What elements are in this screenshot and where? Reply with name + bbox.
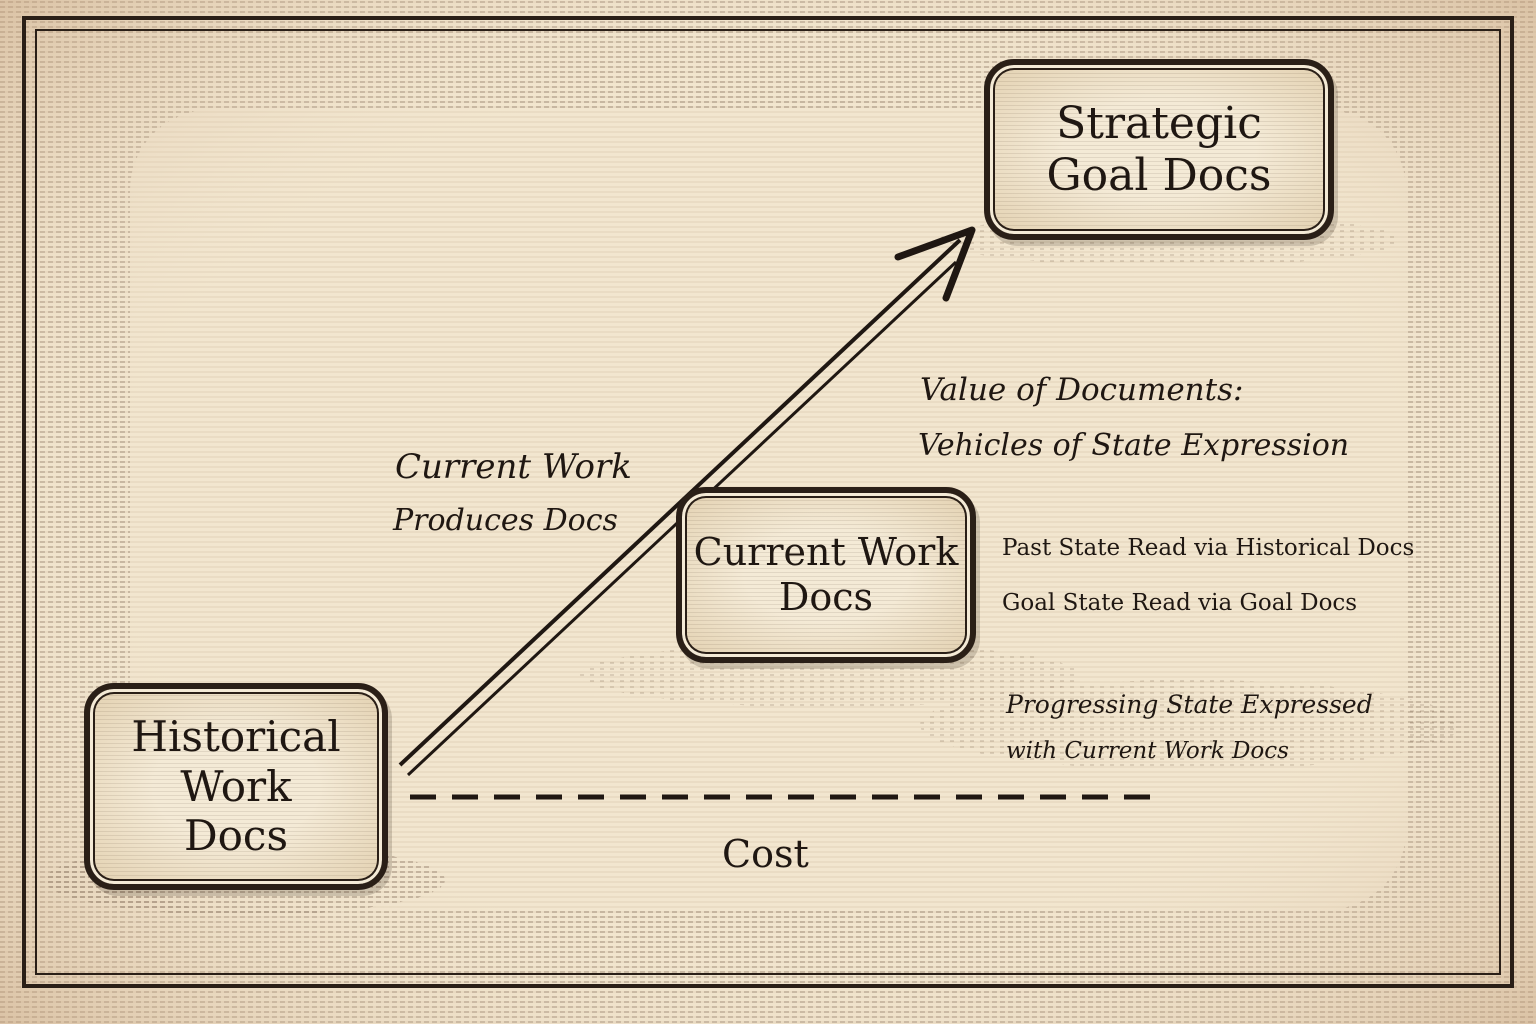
historical-docs-box: Historical Work Docs [84,683,388,890]
goal-state-note: Goal State Read via Goal Docs [1002,590,1358,616]
strategic-goal-docs-box: Strategic Goal Docs [984,59,1334,240]
arrow-label-line2: Produces Docs [393,503,618,538]
inner-frame [35,29,1501,975]
progress-note-line2: with Current Work Docs [1006,738,1289,764]
historical-docs-label: Historical Work Docs [131,712,341,861]
progress-note-line1: Progressing State Expressed [1006,690,1373,719]
value-note-subtitle: Vehicles of State Expression [918,428,1350,463]
cost-label: Cost [722,832,809,876]
current-work-docs-label: Current Work Docs [693,530,959,619]
arrow-label-line1: Current Work [395,447,632,487]
current-work-docs-box: Current Work Docs [676,487,976,663]
outer-frame [22,16,1514,988]
strategic-goal-docs-label: Strategic Goal Docs [1046,97,1272,201]
value-note-title: Value of Documents: [920,372,1244,408]
past-state-note: Past State Read via Historical Docs [1002,535,1415,561]
arrow-head-icon [894,226,976,302]
